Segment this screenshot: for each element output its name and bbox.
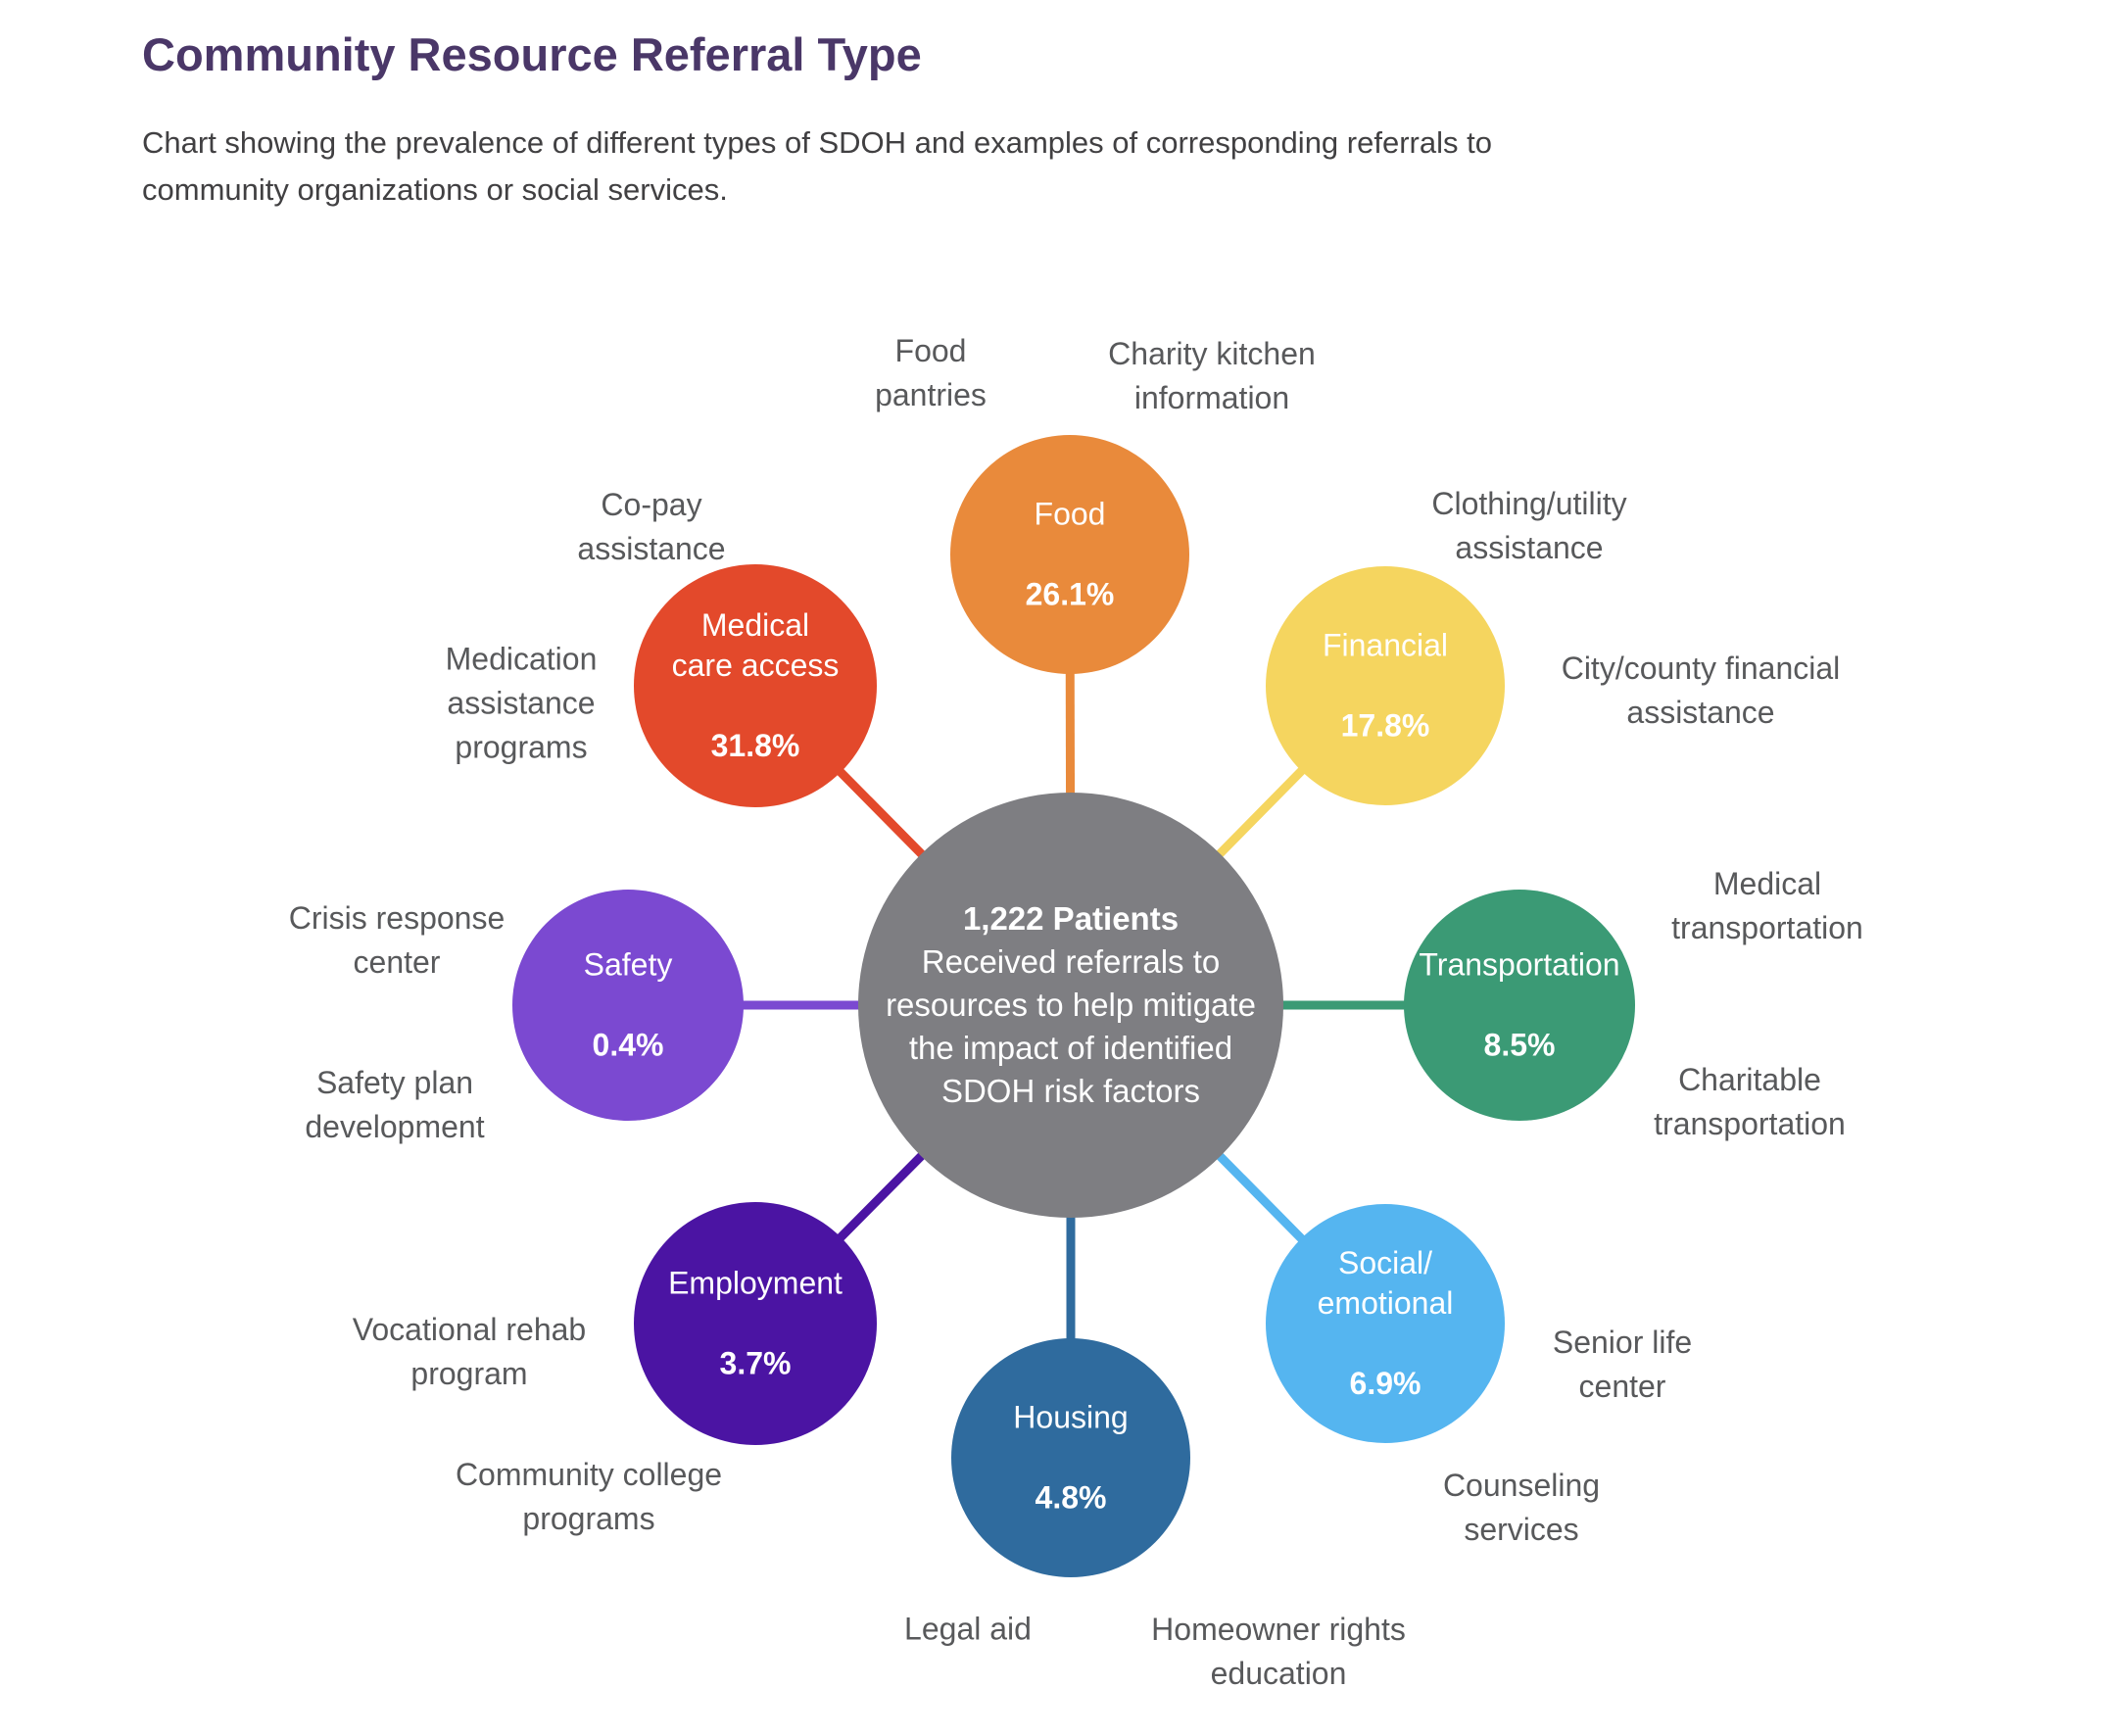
- node-percentage: 31.8%: [710, 728, 800, 763]
- node-safety: Safety 0.4%: [584, 905, 673, 1106]
- safety-node-circle: [512, 890, 744, 1121]
- node-percentage: 4.8%: [1035, 1479, 1107, 1516]
- node-label: Transportation: [1419, 946, 1620, 983]
- annotation-community-college: Community college programs: [455, 1457, 723, 1536]
- node-label: Food: [1034, 496, 1106, 532]
- node-financial: Financial 17.8%: [1323, 586, 1448, 787]
- node-social-emotional: Social/ emotional 6.9%: [1318, 1203, 1454, 1444]
- node-percentage: 0.4%: [592, 1027, 664, 1063]
- center-hub: 1,222 Patients Received referrals to res…: [875, 897, 1267, 1113]
- employment-node-circle: [634, 1202, 877, 1445]
- annotation-counseling-services: Counseling services: [1442, 1468, 1601, 1547]
- page-title: Community Resource Referral Type: [142, 28, 922, 80]
- center-description: Received referrals to resources to help …: [886, 943, 1256, 1109]
- node-label: Financial: [1322, 627, 1449, 663]
- annotation-medication-assistance: Medication assistance programs: [445, 641, 598, 765]
- node-food: Food 26.1%: [1026, 455, 1115, 655]
- node-percentage: 3.7%: [719, 1345, 792, 1381]
- annotation-clothing-utility: Clothing/utility assistance: [1431, 486, 1627, 565]
- annotation-crisis-response: Crisis response center: [288, 900, 506, 980]
- annotation-safety-plan: Safety plan development: [305, 1065, 485, 1144]
- node-percentage: 17.8%: [1340, 707, 1430, 744]
- annotation-vocational-rehab: Vocational rehab program: [352, 1312, 587, 1391]
- node-transportation: Transportation 8.5%: [1419, 905, 1619, 1106]
- medical-care-access-node-circle: [634, 564, 877, 807]
- node-percentage: 26.1%: [1025, 576, 1115, 612]
- social-emotional-node-circle: [1266, 1204, 1505, 1443]
- center-hub-circle: [858, 793, 1283, 1218]
- center-patient-count: 1,222 Patients: [962, 900, 1180, 937]
- node-housing: Housing 4.8%: [1013, 1358, 1128, 1559]
- node-percentage: 8.5%: [1483, 1027, 1556, 1063]
- annotation-city-county-financial: City/county financial assistance: [1561, 651, 1841, 730]
- transportation-node-circle: [1404, 890, 1635, 1121]
- node-label: Employment: [668, 1265, 843, 1301]
- node-label: Medical care access: [671, 607, 840, 683]
- node-percentage: 6.9%: [1349, 1366, 1421, 1401]
- food-node-circle: [950, 435, 1189, 674]
- financial-node-circle: [1266, 566, 1505, 805]
- annotation-charity-kitchen: Charity kitchen information: [1108, 336, 1316, 415]
- node-employment: Employment 3.7%: [668, 1224, 843, 1424]
- annotation-charitable-transportation: Charitable transportation: [1654, 1062, 1846, 1141]
- annotation-food-pantries: Food pantries: [875, 333, 987, 412]
- page-subtitle: Chart showing the prevalence of differen…: [142, 125, 1492, 207]
- housing-node-circle: [951, 1338, 1190, 1577]
- node-medical-care-access: Medical care access 31.8%: [672, 565, 840, 806]
- annotation-co-pay-assistance: Co-pay assistance: [577, 487, 726, 566]
- node-label: Safety: [583, 946, 673, 983]
- node-label: Housing: [1013, 1399, 1129, 1435]
- node-label: Social/ emotional: [1317, 1245, 1454, 1321]
- annotation-homeowner-rights: Homeowner rights education: [1151, 1612, 1406, 1691]
- annotation-medical-transportation: Medical transportation: [1671, 866, 1863, 945]
- annotation-legal-aid: Legal aid: [904, 1611, 1032, 1647]
- annotation-senior-life-center: Senior life center: [1552, 1325, 1693, 1404]
